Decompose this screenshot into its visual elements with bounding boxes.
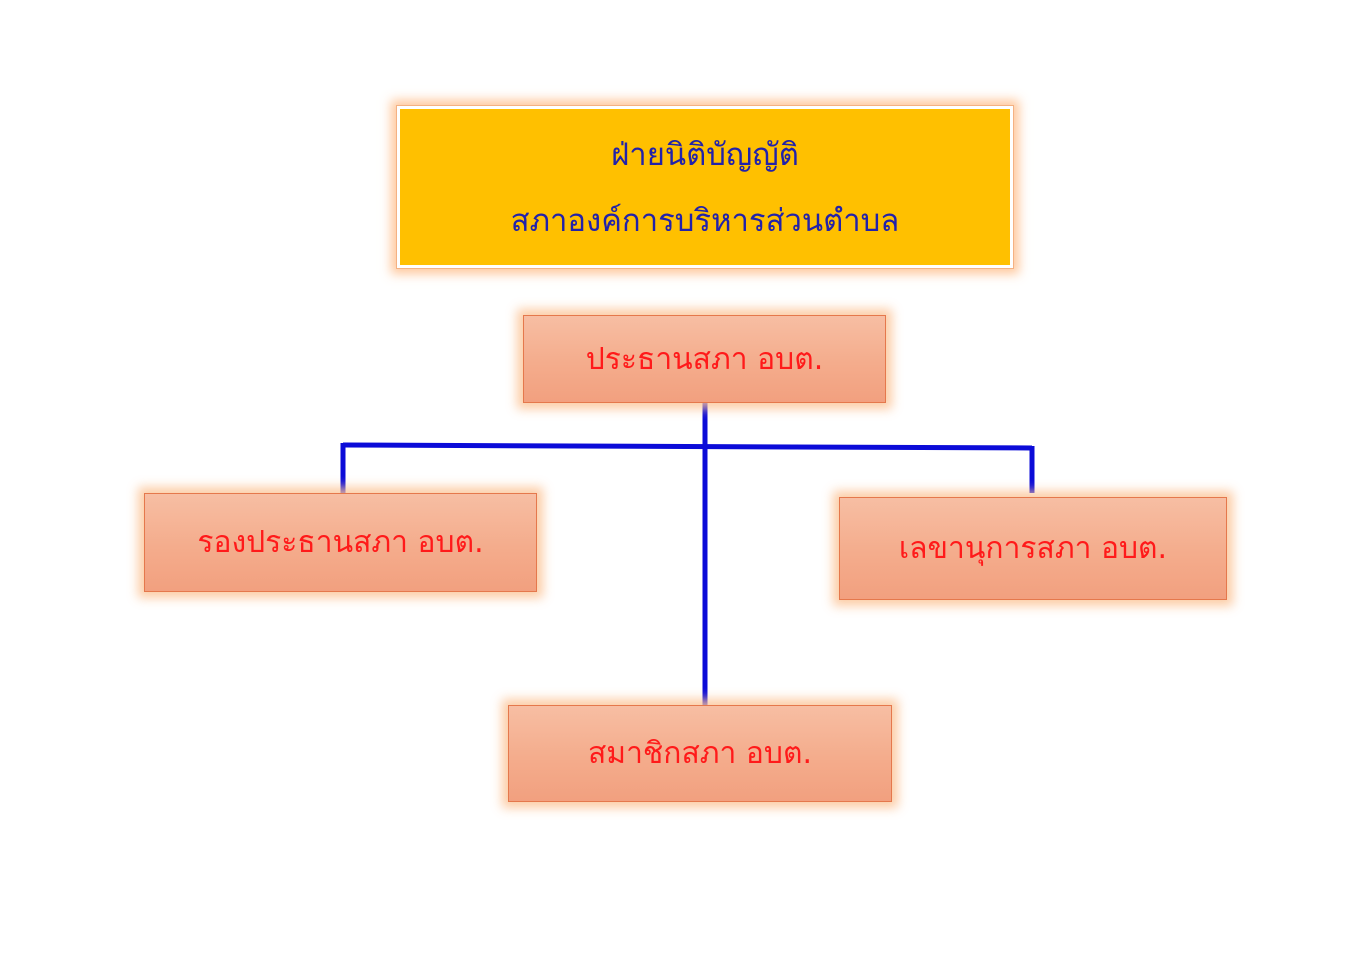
secretary-label: เลขานุการสภา อบต. [898,531,1168,566]
council-member-box: สมาชิกสภา อบต. [508,705,892,802]
council-member-label: สมาชิกสภา อบต. [587,736,812,771]
legislative-branch-title-box: ฝ่ายนิติบัญญัติ สภาองค์การบริหารส่วนตำบล [396,105,1014,269]
chairman-box: ประธานสภา อบต. [523,315,886,403]
title-line-legislative-branch: ฝ่ายนิติบัญญัติ [611,137,799,173]
chairman-label: ประธานสภา อบต. [585,341,824,377]
secretary-box: เลขานุการสภา อบต. [839,497,1227,600]
title-line-tao-council: สภาองค์การบริหารส่วนตำบล [510,203,900,239]
vice-chairman-box: รองประธานสภา อบต. [144,493,537,592]
vice-chairman-label: รองประธานสภา อบต. [197,525,484,560]
connector-horizontal-bar [342,442,1033,451]
